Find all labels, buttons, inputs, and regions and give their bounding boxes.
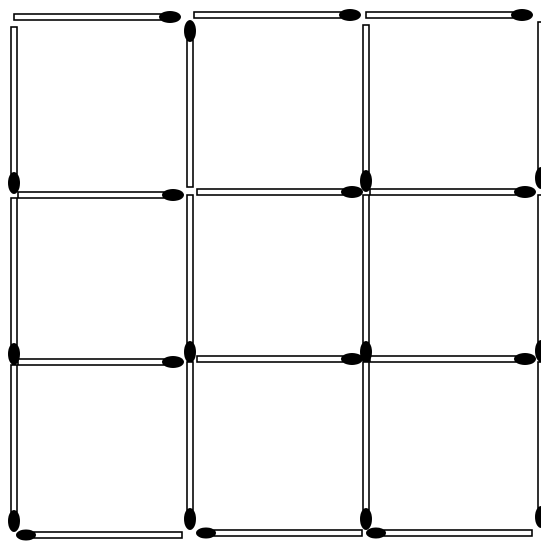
matchstick-v-row0-col3[interactable] (535, 22, 541, 189)
matchstick-h-row3-col1[interactable] (196, 528, 362, 539)
matchstick-h-row2-col2[interactable] (370, 353, 536, 365)
matchstick-h-row1-col0[interactable] (18, 189, 184, 201)
matchstick-h-row2-col0[interactable] (18, 356, 184, 368)
matchstick-v-row1-col3[interactable] (535, 195, 541, 362)
matchstick-v-row1-col2[interactable] (360, 195, 372, 363)
matchstick-v-row1-col1[interactable] (184, 195, 196, 363)
matchstick-v-row2-col2[interactable] (360, 362, 372, 530)
matchstick-v-row0-col0[interactable] (8, 27, 20, 194)
matchstick-v-row2-col1[interactable] (184, 362, 196, 530)
matchstick-h-row3-col2[interactable] (366, 528, 532, 539)
matchstick-v-row0-col2[interactable] (360, 25, 372, 192)
matchstick-h-row0-col1[interactable] (194, 9, 361, 21)
matchstick-h-row3-col0[interactable] (16, 530, 182, 541)
matchstick-v-row2-col3[interactable] (535, 362, 541, 528)
matchstick-h-row1-col1[interactable] (197, 186, 363, 198)
matchstick-v-row1-col0[interactable] (8, 198, 20, 365)
matchstick-h-row0-col0[interactable] (14, 11, 181, 23)
matchstick-v-row0-col1[interactable] (184, 20, 196, 187)
matchstick-v-row2-col0[interactable] (8, 365, 20, 532)
matchstick-h-row0-col2[interactable] (366, 9, 533, 21)
matchstick-h-row1-col2[interactable] (370, 186, 536, 198)
matchstick-h-row2-col1[interactable] (197, 353, 363, 365)
